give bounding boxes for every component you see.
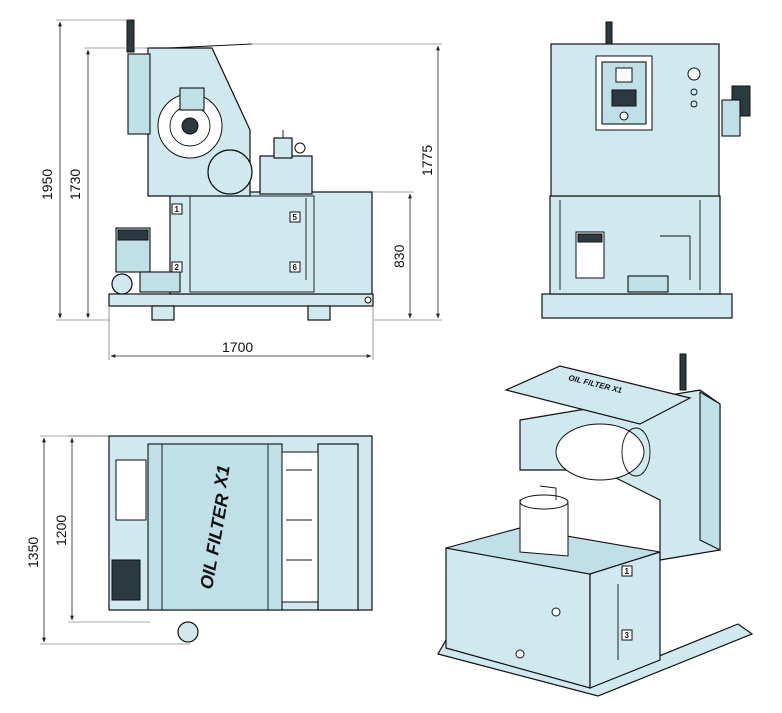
top-view: OIL FILTER X1 [108,435,373,643]
top-view-dimensions: 1350 1200 [25,435,190,645]
front-view-dimensions: 1950 1730 1775 830 1700 [39,19,442,360]
side-view [541,21,751,319]
iso-label-1: 1 [625,567,630,576]
isometric-view: OIL FILTER X1 1 3 [437,353,754,697]
tank-label-5: 5 [293,213,298,222]
iso-label-3: 3 [625,631,630,640]
front-view: 1 2 5 6 [108,19,374,321]
dim-1350: 1350 [25,537,41,568]
tank-label-1: 1 [175,205,180,214]
tank-label-2: 2 [175,263,180,272]
top-view-brand-line2: X1 [210,464,234,490]
dim-1730: 1730 [67,169,83,200]
dim-1775: 1775 [419,145,435,176]
dim-1200: 1200 [53,515,69,546]
dim-1700: 1700 [222,339,253,355]
tank-label-6: 6 [293,263,298,272]
dim-830: 830 [391,244,407,268]
dim-1950: 1950 [39,169,55,200]
